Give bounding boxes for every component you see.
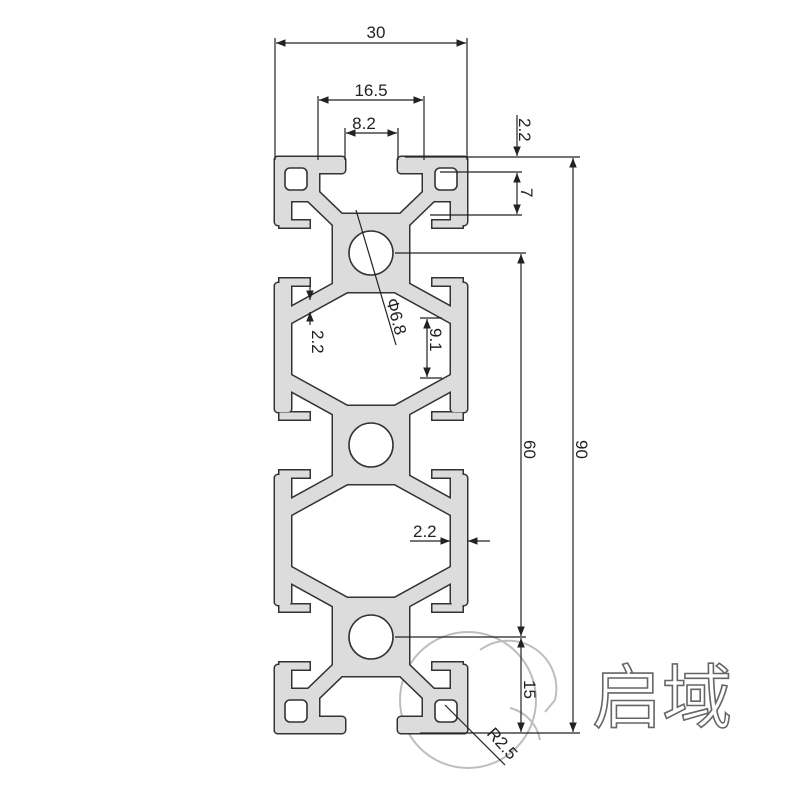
dim-slot-depth: 7 (517, 188, 536, 197)
profile-web (281, 373, 350, 420)
profile-web (392, 185, 440, 232)
profile-holes (284, 167, 458, 723)
dim-bore-diameter: Φ6.8 (382, 296, 410, 337)
dim-slot-width-side: 9.1 (426, 328, 445, 352)
dimension-lines (274, 38, 580, 766)
profile-web (281, 278, 350, 325)
profile-web (302, 185, 350, 232)
center-bore (348, 230, 394, 276)
corner-hole (434, 699, 458, 723)
profile-segment (451, 475, 467, 605)
dim-wall-left: 2.2 (308, 330, 327, 354)
dim-slot-opening: 8.2 (352, 114, 376, 133)
profile-web (392, 565, 461, 612)
dim-corner-radius: R2.5 (483, 724, 521, 763)
profile-web (392, 373, 461, 420)
corner-hole (434, 167, 458, 191)
center-bore (348, 422, 394, 468)
dim-slot-outer-width: 16.5 (354, 81, 387, 100)
profile-body (275, 157, 467, 733)
profile-segment (451, 283, 467, 412)
dim-wall-middle: 2.2 (413, 522, 437, 541)
profile-web (302, 658, 350, 705)
corner-hole (284, 699, 308, 723)
watermark-logo (399, 631, 558, 769)
profile-web (392, 278, 461, 325)
profile-web (281, 565, 350, 612)
profile-segment (275, 283, 291, 412)
corner-hole (284, 167, 308, 191)
profile-web (392, 470, 461, 517)
profile-segment (275, 475, 291, 605)
profile-web (281, 470, 350, 517)
dim-wall-top: 2.2 (515, 118, 534, 142)
dim-edge-to-center: 15 (520, 680, 539, 699)
dim-overall-width: 30 (367, 23, 386, 42)
dim-center-distance: 60 (520, 440, 539, 459)
profile-web (392, 658, 440, 705)
watermark-text: 启域 (592, 657, 732, 739)
dim-overall-height: 90 (572, 440, 591, 459)
center-bore (348, 614, 394, 660)
